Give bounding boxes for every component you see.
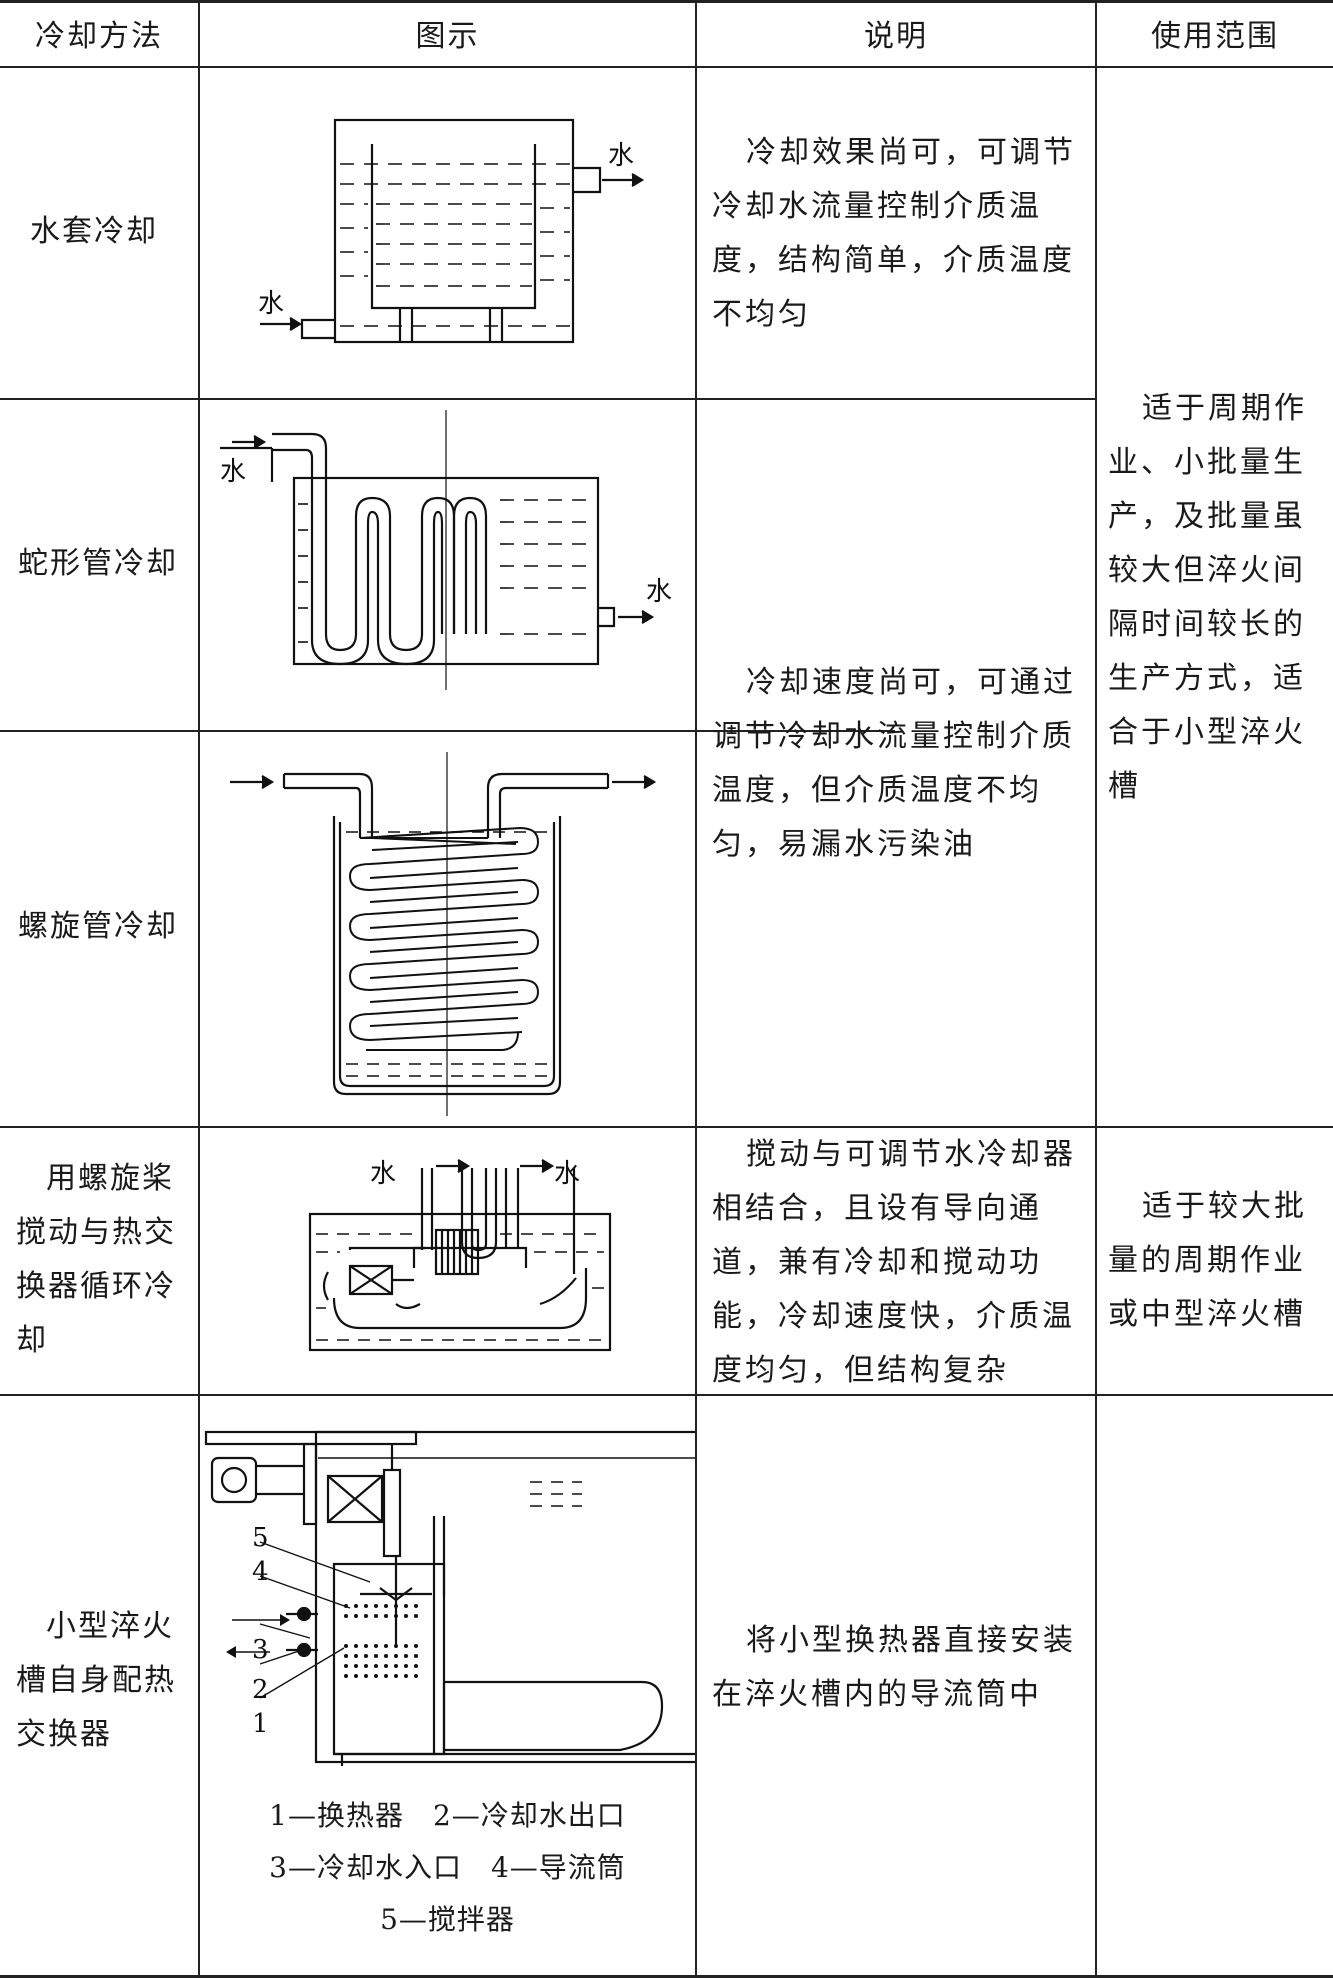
fig1-water-in: 水 bbox=[258, 289, 284, 319]
fig4-water-out: 水 bbox=[554, 1159, 580, 1189]
note-pipes: 冷却速度尚可，可通过调节冷却水流量控制介质温度，但介质温度不均匀，易漏水污染油 bbox=[712, 665, 1076, 862]
legend-line-3: 5—搅拌器 bbox=[380, 1903, 515, 1936]
method-propeller: 用螺旋桨搅动与热交换器循环冷却 bbox=[16, 1152, 188, 1368]
table-bottom-border bbox=[0, 1975, 1333, 1978]
figure-propeller: 水 水 bbox=[308, 1159, 612, 1352]
fig5-label-5: 5 bbox=[252, 1523, 269, 1553]
header-scope: 使用范围 bbox=[1151, 19, 1279, 54]
fig4-water-in: 水 bbox=[370, 1159, 396, 1189]
scope-small-batch: 适于周期作业、小批量生产，及批量虽较大但淬火间隔时间较长的生产方式，适合于小型淬… bbox=[1108, 391, 1307, 804]
note-rule bbox=[695, 398, 1095, 400]
fig5-label-4: 4 bbox=[252, 1557, 269, 1587]
note-water-jacket: 冷却效果尚可，可调节冷却水流量控制介质温度，结构简单，介质温度不均匀 bbox=[712, 135, 1076, 332]
method-small-tank: 小型淬火槽自身配热交换器 bbox=[16, 1600, 188, 1762]
figure-water-jacket: 水 水 bbox=[258, 118, 645, 344]
table-top-border bbox=[0, 0, 1333, 3]
method-spiral: 螺旋管冷却 bbox=[18, 909, 178, 944]
fig5-label-3: 3 bbox=[252, 1635, 269, 1665]
row-rule-3 bbox=[0, 1126, 1333, 1128]
figure-legend: 1—换热器 2—冷却水出口 3—冷却水入口 4—导流筒 5—搅拌器 bbox=[200, 1790, 695, 1946]
header-figure: 图示 bbox=[415, 19, 480, 54]
figure-small-tank: 5 4 3 2 1 bbox=[204, 1430, 695, 1766]
method-small-tank-text: 小型淬火槽自身配热交换器 bbox=[16, 1609, 176, 1752]
note-small-tank: 将小型换热器直接安装在淬火槽内的导流筒中 bbox=[712, 1623, 1076, 1712]
header-note: 说明 bbox=[864, 19, 928, 54]
legend-line-1: 1—换热器 2—冷却水出口 bbox=[269, 1799, 626, 1832]
row-rule-2 bbox=[0, 730, 895, 732]
header-rule bbox=[0, 66, 1333, 68]
method-serpentine: 蛇形管冷却 bbox=[18, 546, 178, 581]
row-rule-4 bbox=[0, 1394, 1333, 1396]
header-method: 冷却方法 bbox=[35, 19, 163, 54]
fig5-label-2: 2 bbox=[252, 1675, 269, 1705]
scope-medium-tank: 适于较大批量的周期作业或中型淬火槽 bbox=[1108, 1189, 1307, 1332]
note-propeller: 搅动与可调节水冷却器相结合，且设有导向通道，兼有冷却和搅动功能，冷却速度快，介质… bbox=[712, 1137, 1076, 1388]
col-rule-2 bbox=[695, 0, 697, 1978]
fig1-water-out: 水 bbox=[608, 141, 634, 171]
legend-line-2: 3—冷却水入口 4—导流筒 bbox=[269, 1851, 626, 1884]
figure-spiral bbox=[230, 752, 657, 1116]
fig2-water-out: 水 bbox=[646, 577, 672, 607]
col-rule-3 bbox=[1095, 0, 1097, 1978]
fig5-label-1: 1 bbox=[252, 1709, 269, 1739]
row-rule-1 bbox=[0, 398, 1097, 400]
fig2-water-in: 水 bbox=[220, 457, 246, 487]
col-rule-1 bbox=[198, 0, 200, 1978]
method-propeller-text: 用螺旋桨搅动与热交换器循环冷却 bbox=[16, 1161, 176, 1358]
method-water-jacket: 水套冷却 bbox=[30, 214, 158, 249]
figure-serpentine: 水 水 bbox=[220, 410, 672, 690]
